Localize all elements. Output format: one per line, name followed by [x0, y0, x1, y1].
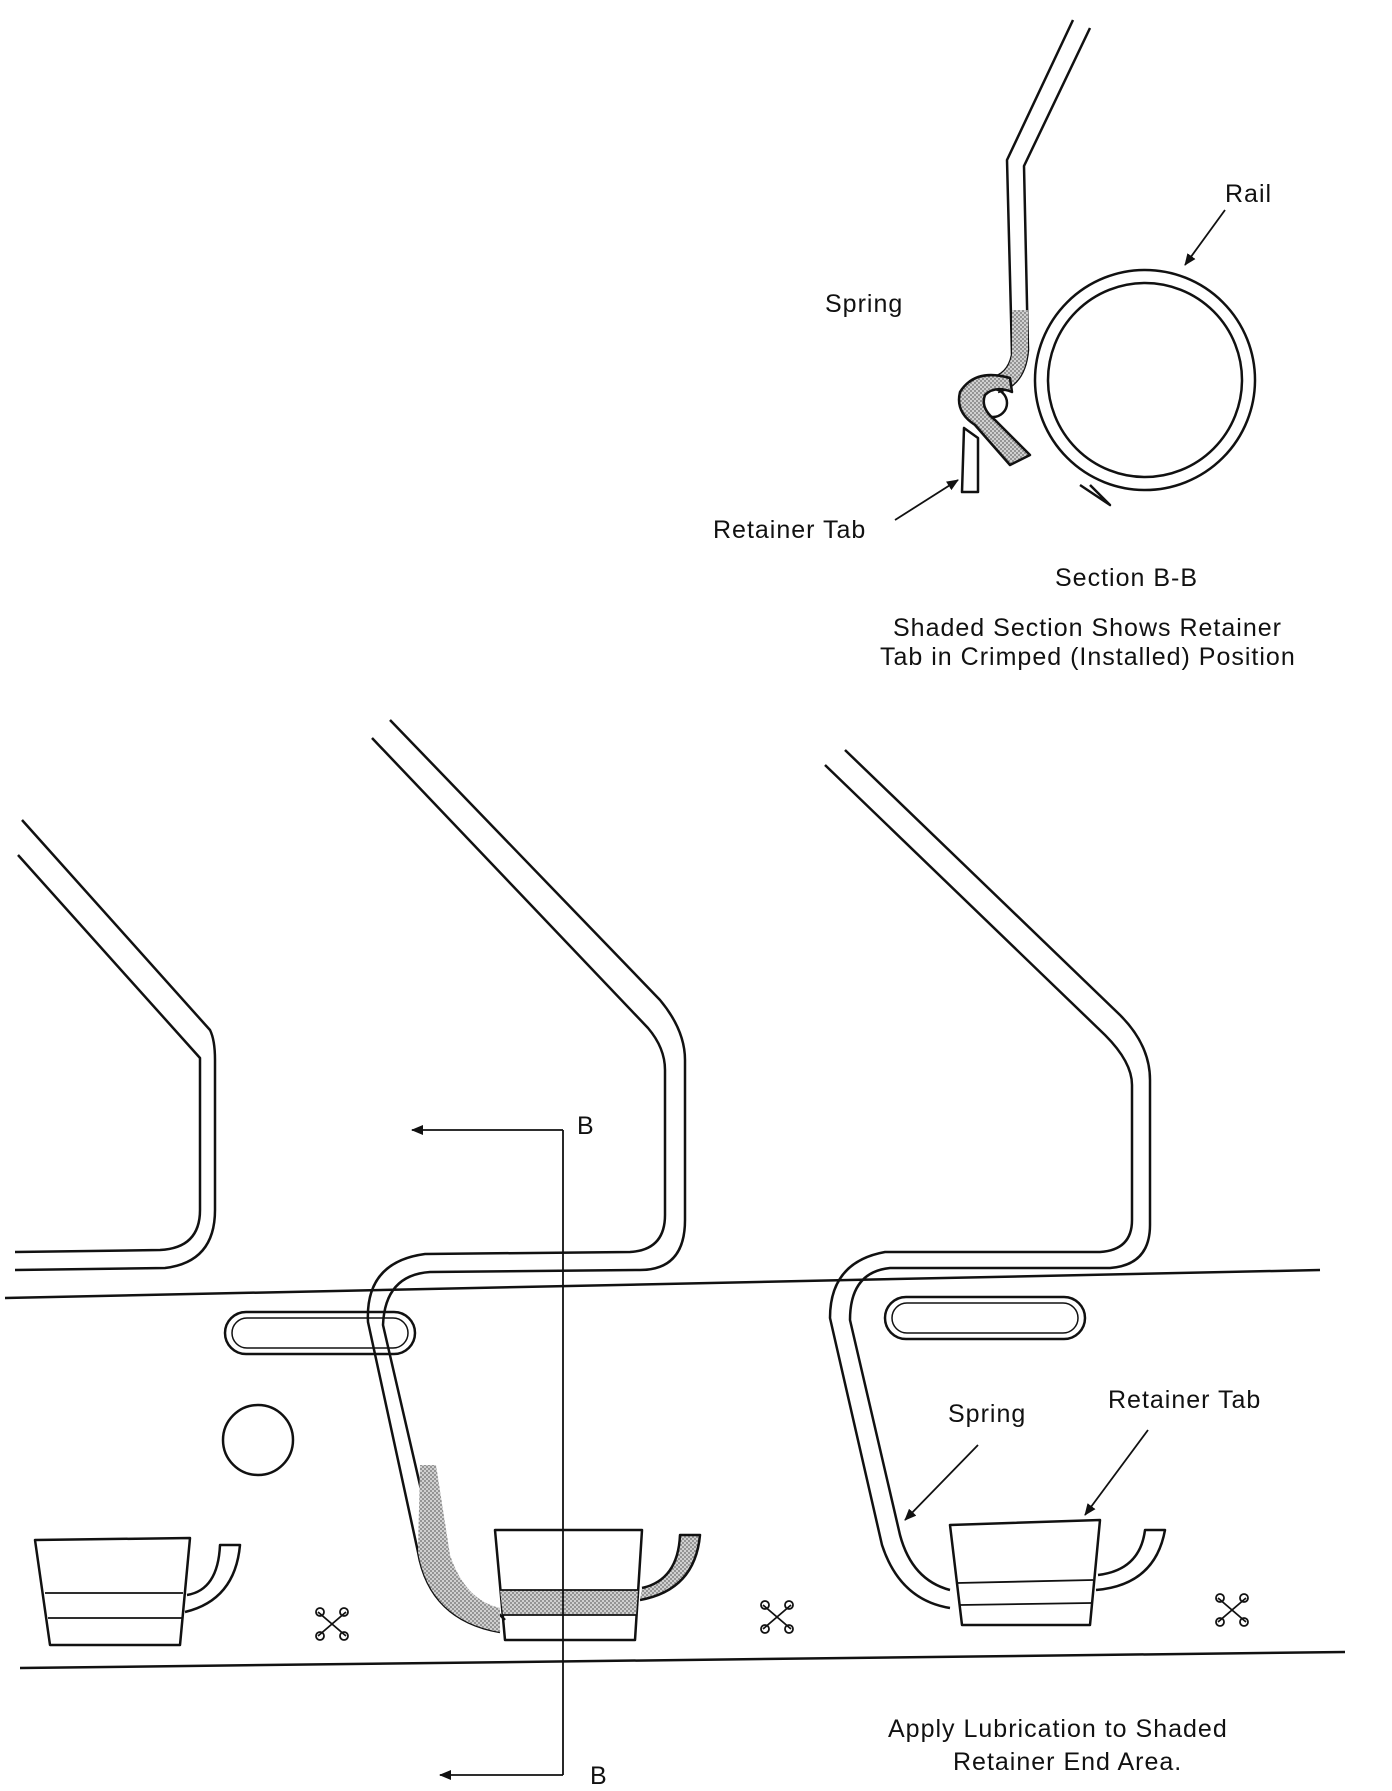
section-retainer-tab	[960, 426, 980, 494]
section-caption-line1: Shaded Section Shows Retainer	[893, 614, 1282, 642]
round-hole	[221, 1403, 295, 1477]
rail-inner	[1046, 281, 1244, 479]
x-marker-1	[315, 1607, 349, 1641]
rail-bottom-line	[19, 1650, 1346, 1670]
section-marker-top: B	[577, 1112, 595, 1140]
retainer-middle	[493, 1528, 702, 1642]
slot-right-inner	[891, 1302, 1079, 1334]
rail-label: Rail	[1225, 180, 1273, 208]
rail-leader	[1184, 209, 1226, 266]
spring-left	[14, 819, 217, 1272]
rail-outer	[1033, 268, 1257, 492]
section-retainer-tab-label: Retainer Tab	[713, 516, 867, 544]
section-line-bb	[411, 1125, 564, 1780]
assembly-spring-leader	[904, 1444, 979, 1521]
spring-right	[844, 749, 1152, 1592]
section-retainer-hook	[957, 373, 1032, 467]
spring-right-inner	[824, 764, 1134, 1610]
section-detail	[894, 19, 1257, 521]
assembly-retainer-tab-label: Retainer Tab	[1108, 1386, 1262, 1414]
x-marker-3	[1215, 1593, 1249, 1627]
section-marker-bottom: B	[590, 1762, 608, 1790]
assembly-view	[4, 719, 1346, 1780]
assembly-spring-label: Spring	[948, 1400, 1027, 1428]
spring-middle-shading	[418, 1465, 500, 1632]
slot-left	[223, 1310, 417, 1356]
section-spring	[989, 19, 1092, 394]
section-spring-shading	[990, 310, 1028, 392]
section-retainer-tab-leader	[894, 479, 959, 521]
slot-left-inner	[231, 1317, 409, 1349]
section-caption-line2: Tab in Crimped (Installed) Position	[880, 643, 1296, 671]
retainer-right	[948, 1518, 1167, 1627]
lubrication-note-line1: Apply Lubrication to Shaded	[888, 1715, 1228, 1743]
spring-middle-inner	[366, 737, 667, 1634]
section-title: Section B-B	[1055, 564, 1199, 592]
retainer-left	[33, 1536, 242, 1647]
slot-right	[883, 1295, 1087, 1341]
lubrication-note-line2: Retainer End Area.	[953, 1748, 1183, 1776]
x-marker-2	[760, 1600, 794, 1634]
rail-top-line	[4, 1268, 1321, 1300]
section-spring-label: Spring	[825, 290, 904, 318]
spring-left-inner	[14, 854, 202, 1254]
rail-tail	[1079, 483, 1112, 507]
retainer-middle-shading	[500, 1590, 638, 1615]
assembly-retainer-tab-leader	[1084, 1429, 1149, 1516]
